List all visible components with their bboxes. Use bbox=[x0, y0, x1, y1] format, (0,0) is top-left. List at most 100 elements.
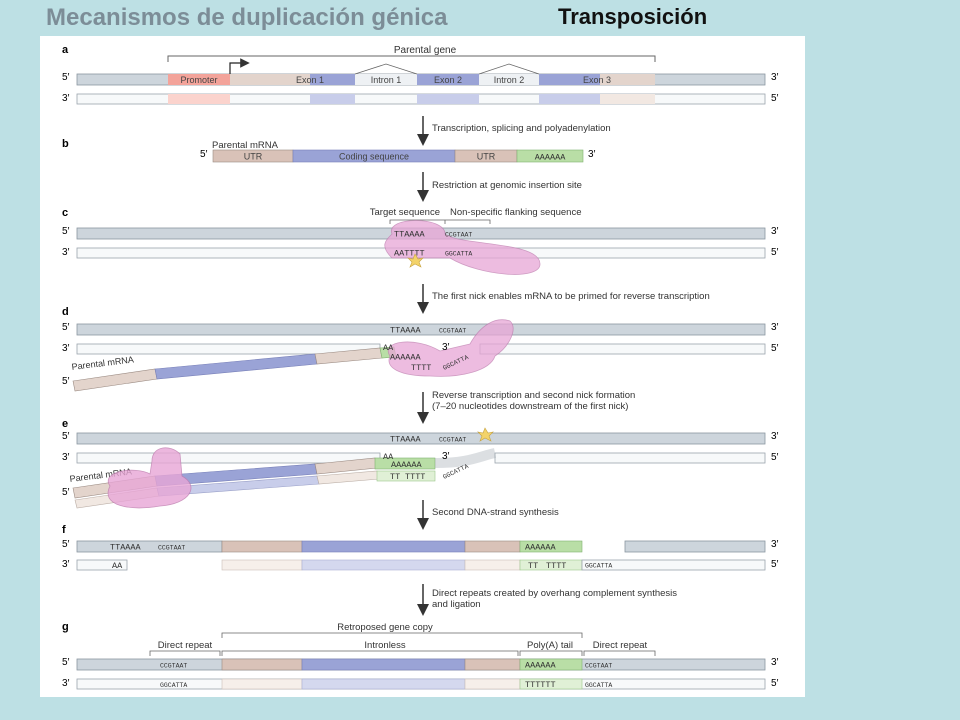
mrna-coding-d bbox=[154, 353, 318, 380]
utr5-f bbox=[221, 540, 303, 553]
polya-seq-g: AAAAAA bbox=[525, 661, 557, 671]
parental-gene-bracket bbox=[167, 55, 656, 62]
parental-mrna-label-b: Parental mRNA bbox=[212, 140, 279, 151]
five-prime-d-top: 5′ bbox=[62, 322, 70, 333]
ggcatta-left-g: GGCATTA bbox=[160, 682, 187, 689]
intron1-box bbox=[355, 74, 417, 85]
step-2-text: Restriction at genomic insertion site bbox=[432, 180, 582, 191]
tttt-seq-d: TTTT bbox=[411, 363, 431, 373]
exon2-box bbox=[417, 74, 479, 85]
three-prime-e-bottom: 3′ bbox=[62, 452, 70, 463]
dna-bottom-right-f bbox=[581, 559, 766, 571]
ggc-seq-f: GGCATTA bbox=[585, 563, 612, 570]
mrna-polya-e bbox=[374, 457, 436, 470]
five-prime-e-bottom: 5′ bbox=[771, 452, 779, 463]
target-sequence-label: Target sequence bbox=[370, 207, 440, 218]
utr3-g bbox=[464, 658, 521, 671]
step-1-text: Transcription, splicing and polyadenylat… bbox=[432, 123, 611, 134]
utr5-complement-g bbox=[221, 678, 303, 690]
coding-complement-g bbox=[301, 678, 466, 690]
aa-seq-e: AA bbox=[383, 452, 394, 462]
tt-seq-f: TT bbox=[528, 561, 538, 571]
promoter-box bbox=[168, 74, 230, 85]
displaced-strand-e bbox=[434, 448, 497, 468]
parental-gene-label: Parental gene bbox=[394, 45, 457, 56]
dna-top-right-f bbox=[624, 540, 766, 553]
three-prime-c-top: 3′ bbox=[771, 226, 779, 237]
utr5-g bbox=[221, 658, 303, 671]
target-bottom-seq-c: AATTTT bbox=[394, 249, 425, 259]
five-prime-e-top: 5′ bbox=[62, 431, 70, 442]
exon1-box bbox=[230, 74, 355, 85]
flank-bottom-seq-c: GGCATTA bbox=[445, 251, 472, 258]
aa-seq-f: AA bbox=[112, 561, 123, 571]
polyt-complement-g bbox=[519, 678, 583, 690]
target-top-seq-f: TTAAAA bbox=[110, 543, 142, 553]
dna-top-left-f bbox=[76, 540, 223, 553]
exon1-coding-box bbox=[310, 74, 355, 85]
intron2-label: Intron 2 bbox=[494, 75, 525, 85]
five-prime-a-top: 5′ bbox=[62, 72, 70, 83]
polya-f bbox=[519, 540, 583, 553]
retroposed-gene-label: Retroposed gene copy bbox=[337, 622, 433, 633]
intronless-label: Intronless bbox=[364, 640, 405, 651]
dna-bottom-left-f bbox=[76, 559, 128, 571]
polya-label-b: AAAAAA bbox=[535, 153, 567, 163]
five-prime-f-top: 5′ bbox=[62, 539, 70, 550]
polya-seq-d: AAAAAA bbox=[390, 353, 422, 363]
three-prime-a-top: 3′ bbox=[771, 72, 779, 83]
mrna-utr5-d bbox=[72, 368, 158, 392]
aa-seq-d: AA bbox=[383, 343, 394, 353]
exon2-label: Exon 2 bbox=[434, 75, 462, 85]
panel-f: f 5′ 3′ 3′ 5′ TTAAAA CCGTAAT AAAAAA AA T… bbox=[62, 524, 779, 571]
utr-3-label: UTR bbox=[477, 152, 496, 162]
endonuclease-enzyme-c bbox=[384, 220, 541, 275]
coding-sequence-label: Coding sequence bbox=[339, 152, 409, 162]
annotation-brackets-g bbox=[149, 650, 656, 656]
step-3-text: The first nick enables mRNA to be primed… bbox=[432, 291, 710, 302]
target-top-seq-e: TTAAAA bbox=[390, 435, 422, 445]
three-prime-b: 3′ bbox=[588, 149, 596, 160]
panel-label-g: g bbox=[62, 621, 69, 633]
five-prime-e-mrna: 5′ bbox=[62, 487, 70, 498]
flank-top-seq-c: CCGTAAT bbox=[445, 232, 472, 239]
dna-bottom-right-d bbox=[479, 343, 766, 355]
panel-label-e: e bbox=[62, 418, 68, 430]
five-prime-d-bottom: 5′ bbox=[771, 343, 779, 354]
five-prime-b: 5′ bbox=[200, 149, 208, 160]
promoter-label: Promoter bbox=[180, 75, 217, 85]
ccgtaat-left-g: CCGTAAT bbox=[160, 663, 187, 670]
step-6-text-b: and ligation bbox=[432, 599, 481, 610]
exon3-label: Exon 3 bbox=[583, 75, 611, 85]
exon3-utr-complement bbox=[600, 94, 655, 104]
dna-top-strand-d bbox=[76, 323, 766, 336]
utr5-complement-f bbox=[221, 559, 303, 571]
slide-title: Mecanismos de duplicación génica bbox=[46, 4, 448, 31]
panel-a: a Parental gene 5′ 3′ 3′ 5′ Promoter Exo… bbox=[62, 44, 779, 105]
five-prime-c-bottom: 5′ bbox=[771, 247, 779, 258]
three-prime-a-bottom: 3′ bbox=[62, 93, 70, 104]
five-prime-a-bottom: 5′ bbox=[771, 93, 779, 104]
intron-splice-carets bbox=[354, 63, 540, 75]
five-prime-g-bottom: 5′ bbox=[771, 678, 779, 689]
coding-complement-f bbox=[301, 559, 466, 571]
polya-box-b bbox=[516, 149, 584, 163]
three-prime-f-top: 3′ bbox=[771, 539, 779, 550]
exon2-complement bbox=[417, 94, 479, 104]
three-prime-e-top: 3′ bbox=[771, 431, 779, 442]
target-top-seq-d: TTAAAA bbox=[390, 326, 422, 336]
polya-g bbox=[519, 658, 583, 671]
promoter-complement bbox=[168, 94, 230, 104]
five-prime-c-top: 5′ bbox=[62, 226, 70, 237]
dna-bottom-right-e bbox=[494, 452, 766, 464]
three-prime-f-bottom: 3′ bbox=[62, 559, 70, 570]
three-prime-g-top: 3′ bbox=[771, 657, 779, 668]
utr3-complement-f bbox=[464, 559, 521, 571]
flank-top-seq-e: CCGTAAT bbox=[439, 437, 466, 444]
five-prime-g-top: 5′ bbox=[62, 657, 70, 668]
exon3-box bbox=[539, 74, 655, 85]
parental-mrna-label-d: Parental mRNA bbox=[71, 354, 134, 372]
dna-top-strand-e bbox=[76, 432, 766, 445]
exon1-label: Exon 1 bbox=[296, 75, 324, 85]
transcription-start-arrow bbox=[229, 58, 250, 74]
